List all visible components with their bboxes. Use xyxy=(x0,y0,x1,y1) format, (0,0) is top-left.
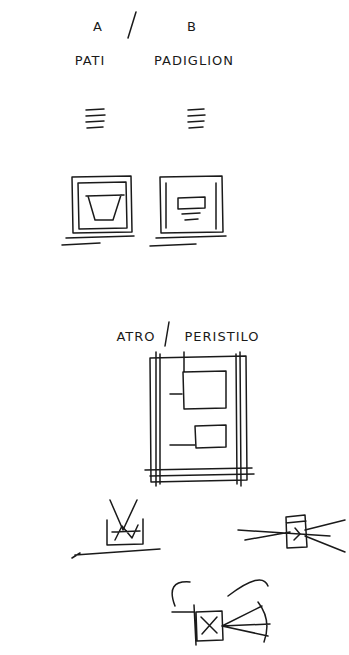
atrium xyxy=(183,352,226,409)
note-lines xyxy=(86,109,105,128)
sketch-label: B xyxy=(187,19,197,34)
sketch-label: ATRO xyxy=(116,329,155,344)
pavilion-volume xyxy=(178,197,205,220)
peristyle xyxy=(195,425,226,448)
atrium-detail xyxy=(112,525,140,540)
sight-lines xyxy=(238,520,345,552)
house-walls xyxy=(156,352,241,486)
view-cone xyxy=(110,500,137,530)
note-lines xyxy=(188,109,205,128)
axis-line xyxy=(72,549,160,558)
pavilion-inner-wall xyxy=(166,183,216,229)
ground-line xyxy=(62,236,134,245)
sketch-label: PERISTILO xyxy=(185,329,260,344)
pavilion-plan xyxy=(160,176,223,233)
patio-plan xyxy=(72,176,132,233)
sketch-label: PADIGLION xyxy=(154,53,234,68)
atrium-box xyxy=(107,519,143,545)
sketch-label: PATI xyxy=(75,53,106,68)
sight-lines xyxy=(222,602,270,642)
house-marks xyxy=(170,394,195,445)
house-walls xyxy=(145,468,254,476)
pavilion-box xyxy=(194,605,223,645)
house-plan xyxy=(150,356,247,482)
link-strokes xyxy=(172,580,268,612)
patio-inner-wall xyxy=(78,182,127,229)
patio-void xyxy=(86,195,124,220)
pavilion-cross xyxy=(201,617,217,634)
separator-stroke xyxy=(128,12,136,38)
ground-line xyxy=(150,236,226,246)
separator-stroke xyxy=(165,322,169,346)
sketch-label: A xyxy=(93,19,103,34)
